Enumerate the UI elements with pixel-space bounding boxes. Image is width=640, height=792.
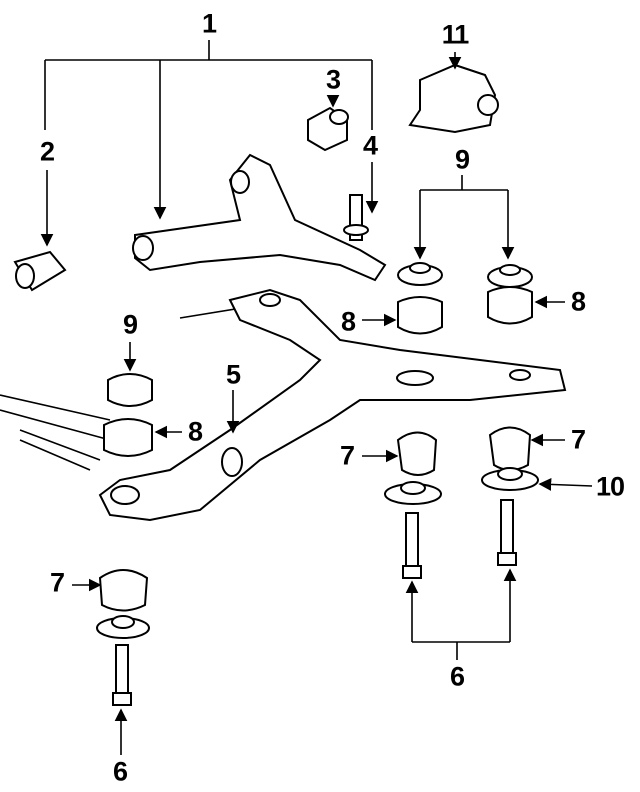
callout-9b: 9 [122,309,138,340]
callout-3: 3 [325,64,341,95]
mount-11 [408,63,499,134]
callout-7: 7 [339,440,355,471]
callout-8b: 8 [340,306,356,337]
callout-6: 6 [449,661,465,692]
callout-2: 2 [39,136,55,167]
bolts [112,499,517,706]
crossmember [98,288,567,522]
callout-8c: 8 [187,416,203,447]
callout-7c: 7 [49,567,65,598]
callout-11: 11 [441,19,470,50]
callout-8: 8 [570,286,586,317]
callout-7b: 7 [570,424,586,455]
callout-1: 1 [201,8,217,39]
insulators [96,262,539,639]
bushing-3 [307,106,349,152]
callout-4: 4 [362,130,378,161]
leader-lines [40,40,593,755]
callout-9: 9 [454,144,470,175]
control-arm [132,153,387,282]
ball-joint [343,194,369,241]
callout-5: 5 [225,359,241,390]
callout-10: 10 [595,471,625,502]
callout-6b: 6 [112,756,128,787]
bushing-2 [13,250,67,292]
